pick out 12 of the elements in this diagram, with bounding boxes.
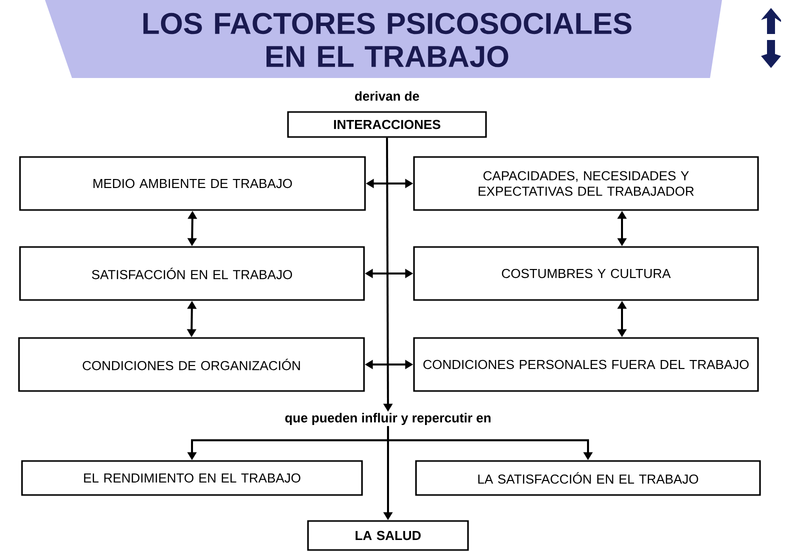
heading-box: LA SALUD — [307, 520, 469, 551]
connector-text: que pueden influir y repercutir en — [285, 412, 490, 426]
factor-box: LA SATISFACCIÓN EN EL TRABAJO — [415, 460, 761, 496]
factor-box: CAPACIDADES, NECESIDADES Y EXPECTATIVAS DEL TRABAJADOR — [413, 156, 759, 211]
heading-box: INTERACCIONES — [287, 111, 487, 138]
factor-box: COSTUMBRES Y CULTURA — [413, 246, 759, 301]
factor-box: MEDIO AMBIENTE DE TRABAJO — [19, 156, 366, 211]
factor-box: EL RENDIMIENTO EN EL TRABAJO — [21, 460, 363, 496]
factor-box: SATISFACCIÓN EN EL TRABAJO — [19, 246, 365, 301]
factor-box: CONDICIONES DE ORGANIZACIÓN — [18, 337, 365, 392]
title-banner: LOS FACTORES PSICOSOCIALES EN EL TRABAJO — [45, 0, 722, 78]
factor-box: CONDICIONES PERSONALES FUERA DEL TRABAJO — [413, 337, 759, 392]
